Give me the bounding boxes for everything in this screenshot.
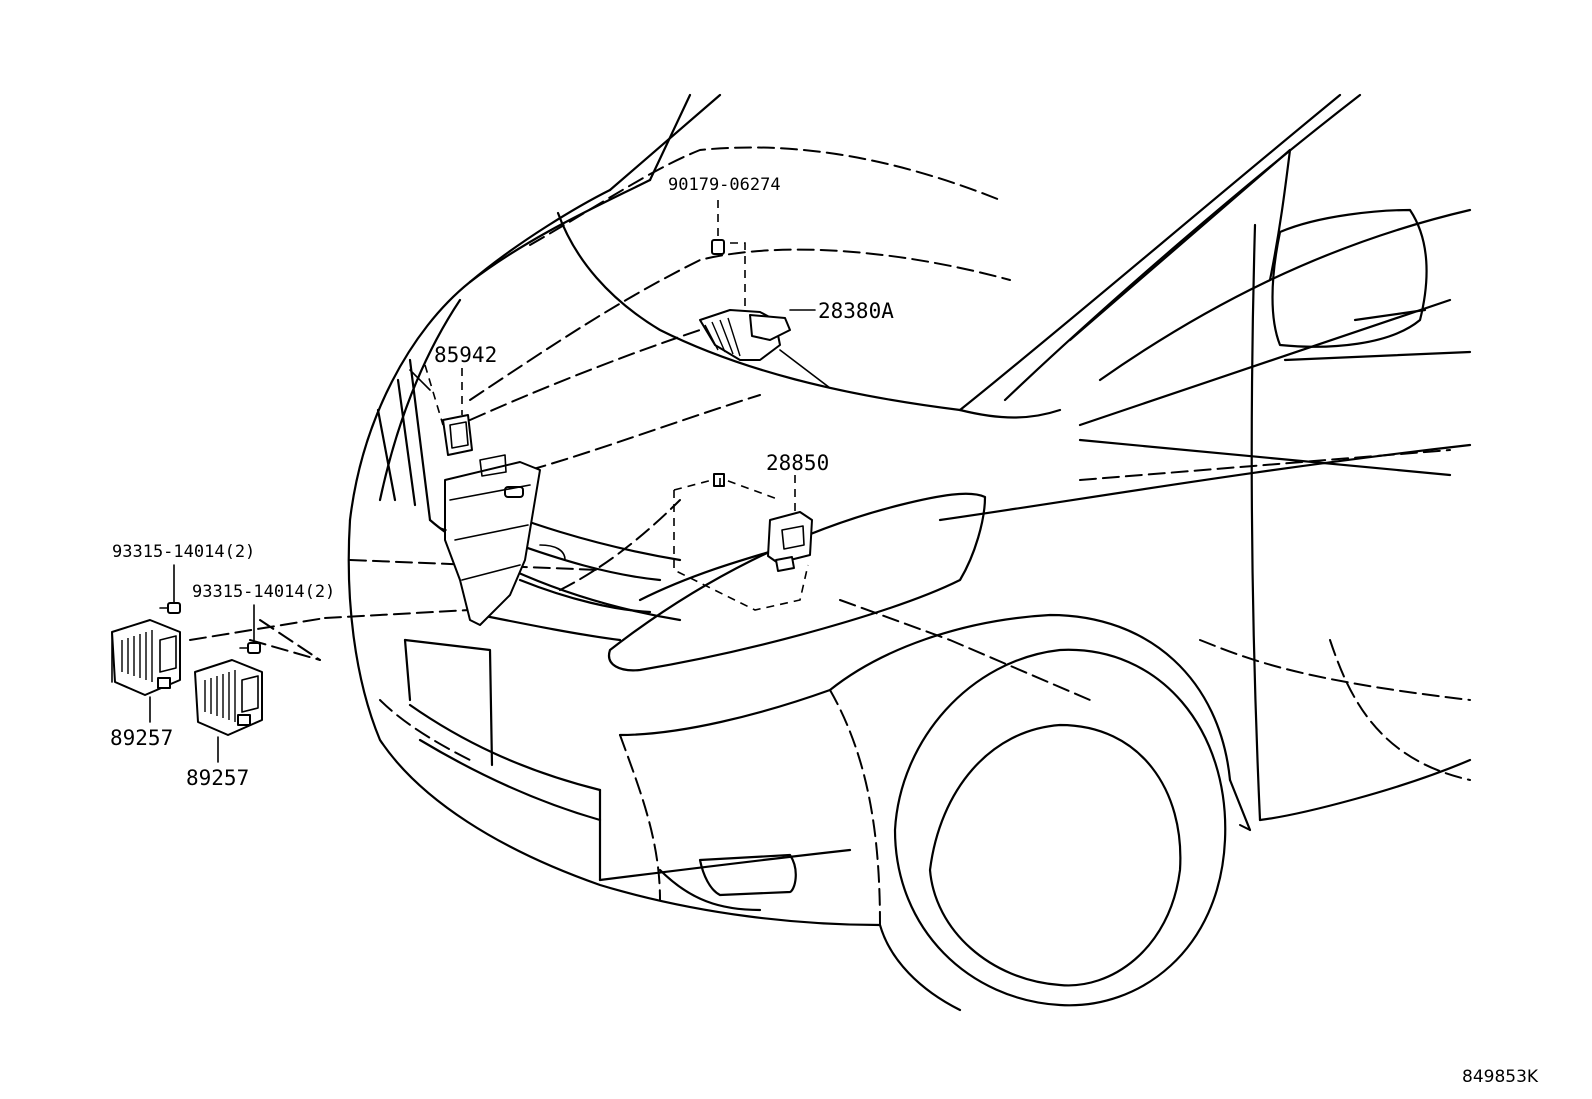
- callout-85942: 85942: [434, 343, 497, 367]
- callout-90179-06274: 90179-06274: [668, 175, 781, 195]
- module-28850: [673, 473, 813, 611]
- callout-28850: 28850: [766, 451, 829, 475]
- diagram-code: 849853K: [1462, 1067, 1539, 1087]
- callout-89257-left: 89257: [110, 726, 173, 750]
- callout-28380A: 28380A: [818, 299, 894, 323]
- ballast-left-89257: [111, 564, 181, 723]
- part-85942: [409, 364, 566, 626]
- phantom-lines: [189, 146, 1471, 926]
- ballast-right-89257: [194, 604, 263, 763]
- callout-93315-14014-left: 93315-14014(2): [112, 542, 255, 562]
- nut-fastener: [711, 200, 746, 310]
- callout-93315-14014-right: 93315-14014(2): [192, 582, 335, 602]
- car-body-outline: [347, 93, 1472, 1012]
- hood-sensor-28380A: [699, 309, 831, 389]
- callout-89257-right: 89257: [186, 766, 249, 790]
